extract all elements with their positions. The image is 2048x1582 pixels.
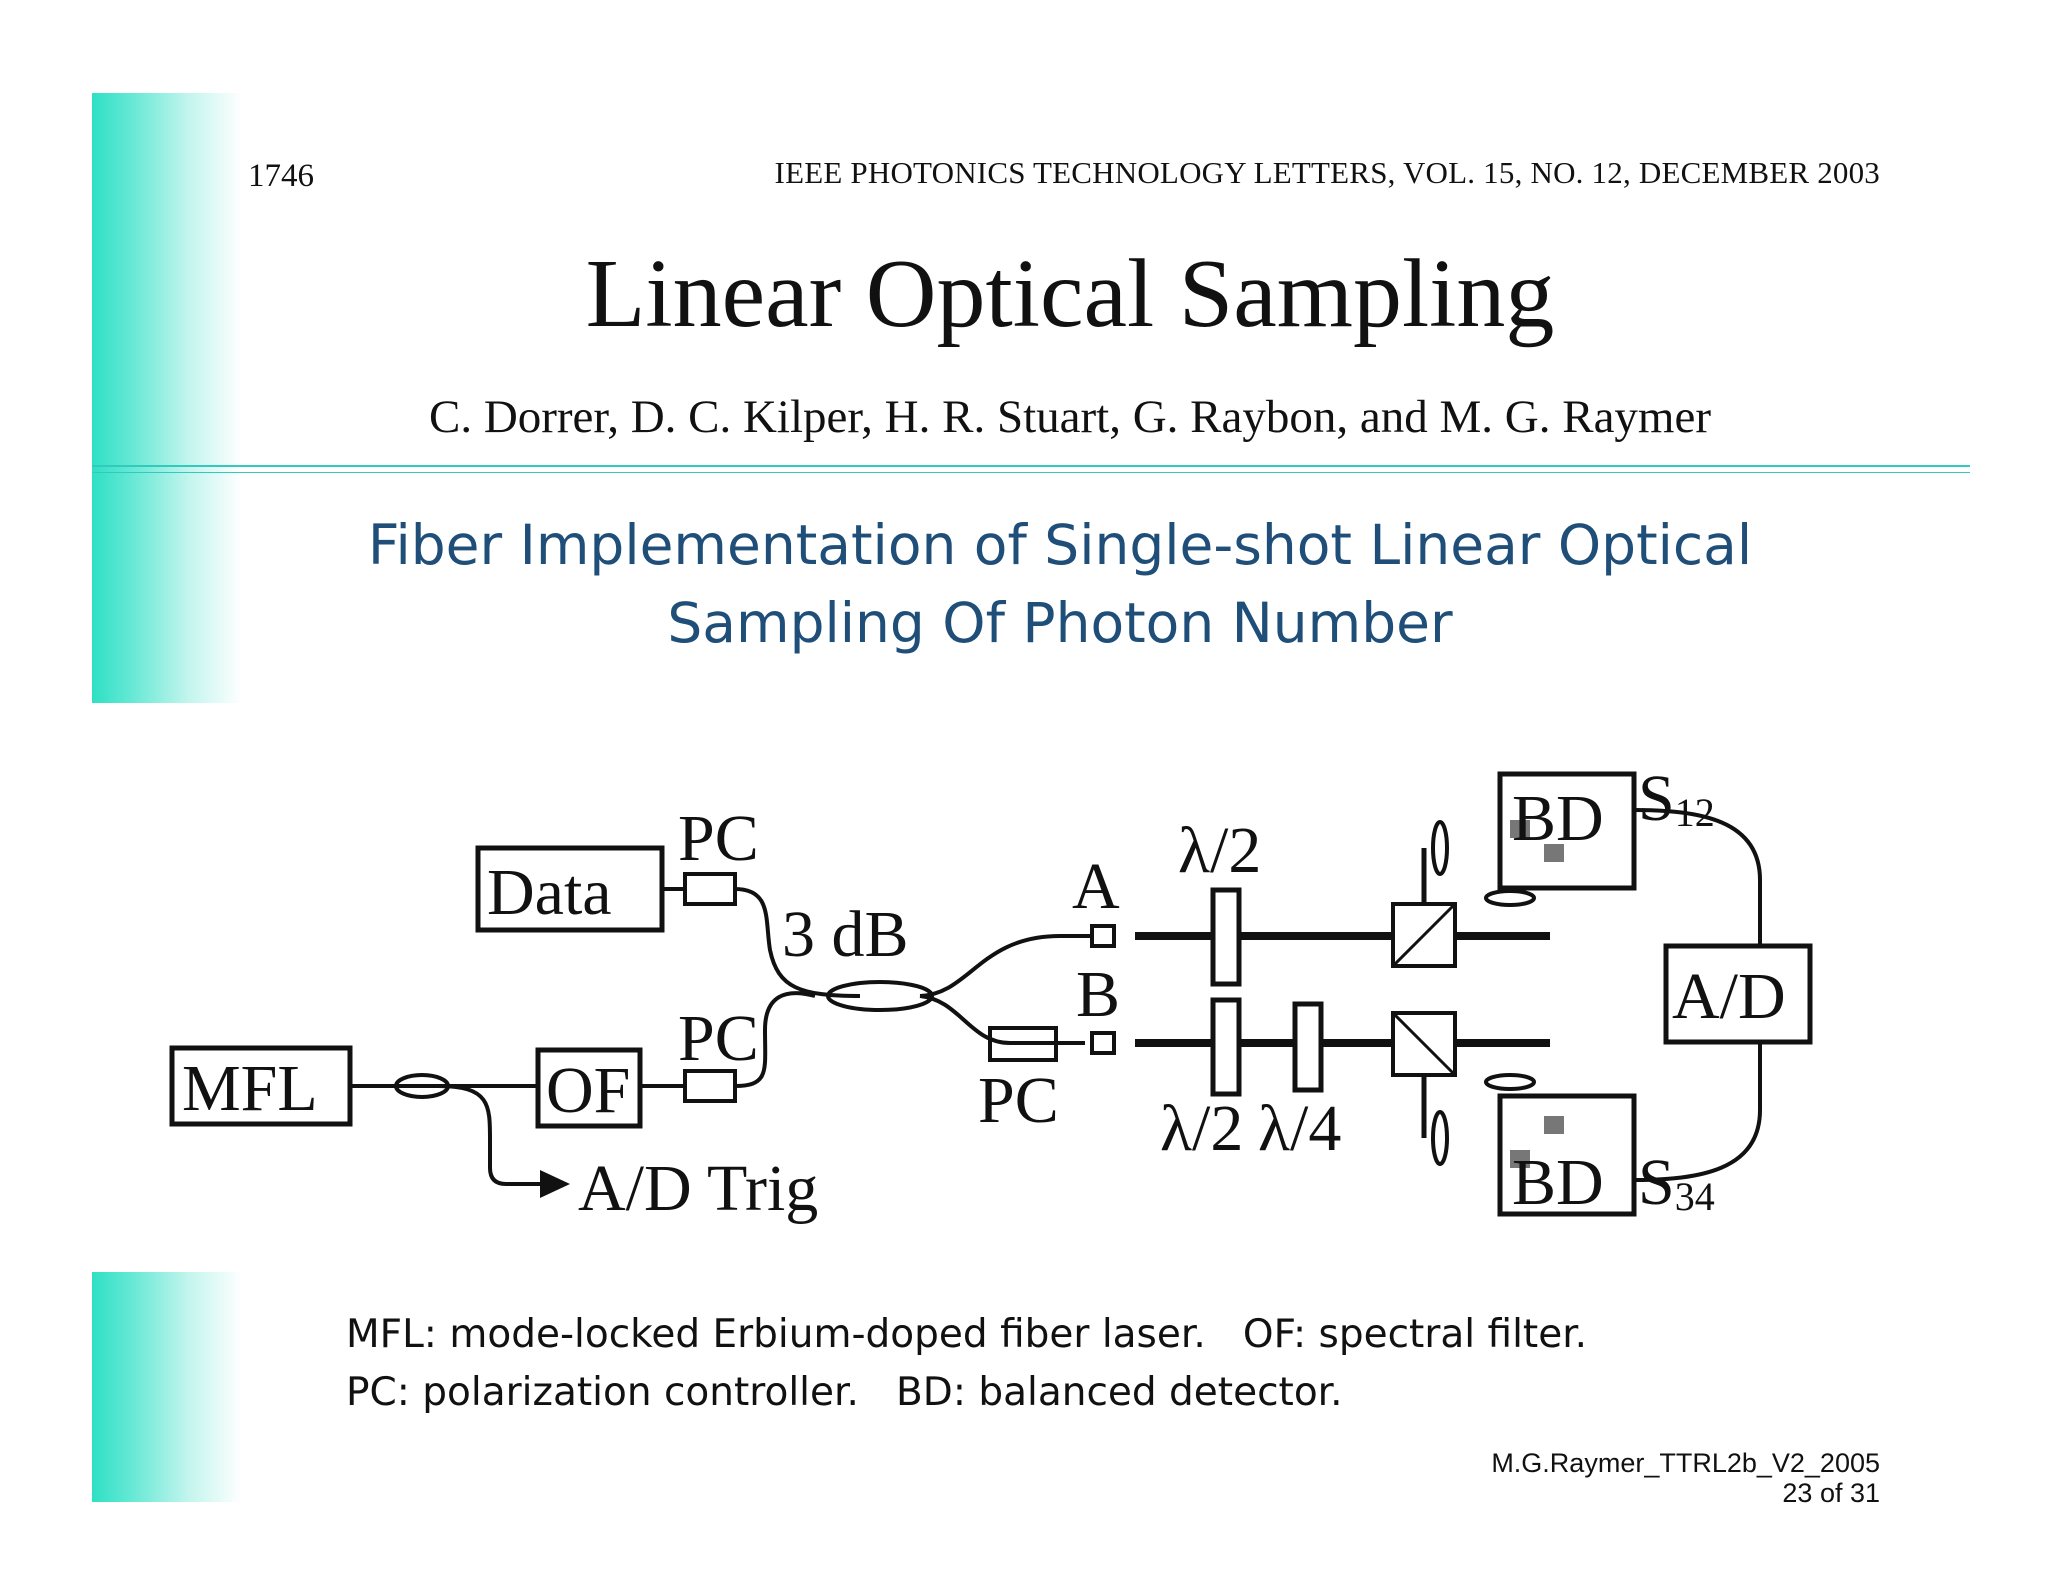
ad-box <box>1663 943 1813 1045</box>
bd-top-label: BD <box>1512 782 1604 855</box>
pc-top-box <box>683 872 737 906</box>
half-wave-top-label: λ/2 <box>1178 814 1261 887</box>
s34-label: S34 <box>1638 1146 1715 1219</box>
ad-label: A/D <box>1672 960 1786 1033</box>
of-label: OF <box>546 1054 630 1127</box>
half-wave-bottom-label: λ/2 <box>1160 1092 1243 1165</box>
slide-subtitle: Fiber Implementation of Single-shot Line… <box>0 506 2048 662</box>
trig-fiber <box>437 1084 540 1186</box>
paper-authors: C. Dorrer, D. C. Kilper, H. R. Stuart, G… <box>428 391 1712 443</box>
pc-top-label: PC <box>678 802 759 875</box>
trig-label: A/D Trig <box>578 1152 818 1225</box>
port-a-label: A <box>1072 850 1120 923</box>
half-wave-plate-bottom <box>1210 997 1242 1097</box>
subtitle-line-1: Fiber Implementation of Single-shot Line… <box>367 513 1753 577</box>
setup-diagram: MFL OF Data PC PC PC 3 dB A/D Trig A B λ… <box>169 762 1813 1225</box>
paper-page-number: 1746 <box>248 158 314 194</box>
bd-bottom-label: BD <box>1512 1146 1604 1219</box>
pc-bottom-label: PC <box>978 1064 1059 1137</box>
legend: MFL: mode-locked Erbium-doped fiber lase… <box>346 1306 1587 1422</box>
lens-bottom-side <box>1484 1073 1536 1091</box>
trig-arrow <box>540 1170 570 1198</box>
port-b-connector <box>1090 1031 1116 1055</box>
mfl-label: MFL <box>182 1052 318 1125</box>
lens-bottom <box>1431 1110 1449 1166</box>
port-b-label: B <box>1076 958 1120 1031</box>
paper-journal: IEEE PHOTONICS TECHNOLOGY LETTERS, VOL. … <box>774 155 1880 190</box>
legend-line-2: PC: polarization controller. BD: balance… <box>346 1370 1343 1415</box>
pc-mid-label: PC <box>678 1002 759 1075</box>
footer-page: 23 of 31 <box>1782 1478 1880 1508</box>
legend-line-1: MFL: mode-locked Erbium-doped fiber lase… <box>346 1312 1588 1357</box>
pc-bottom-box <box>988 1026 1058 1062</box>
divider-rule-secondary <box>92 472 1970 473</box>
data-label: Data <box>487 856 612 929</box>
quarter-wave-label: λ/4 <box>1258 1092 1341 1165</box>
coupler-label: 3 dB <box>782 898 909 971</box>
footer-source: M.G.Raymer_TTRL2b_V2_2005 <box>1491 1448 1880 1478</box>
pc-mid-box <box>683 1069 737 1103</box>
accent-bar-top <box>92 93 242 703</box>
quarter-wave-plate <box>1292 1001 1324 1093</box>
s12-label: S12 <box>1638 762 1715 835</box>
paper-title: Linear Optical Sampling <box>585 240 1555 348</box>
accent-bar-bottom <box>92 1272 242 1502</box>
lens-top <box>1431 820 1449 876</box>
port-a-connector <box>1090 924 1116 948</box>
half-wave-plate-top <box>1210 887 1242 987</box>
divider-rule <box>92 465 1970 467</box>
slide-footer: M.G.Raymer_TTRL2b_V2_2005 23 of 31 <box>1491 1448 1880 1508</box>
lens-top-side <box>1484 889 1536 907</box>
subtitle-line-2: Sampling Of Photon Number <box>667 591 1453 655</box>
